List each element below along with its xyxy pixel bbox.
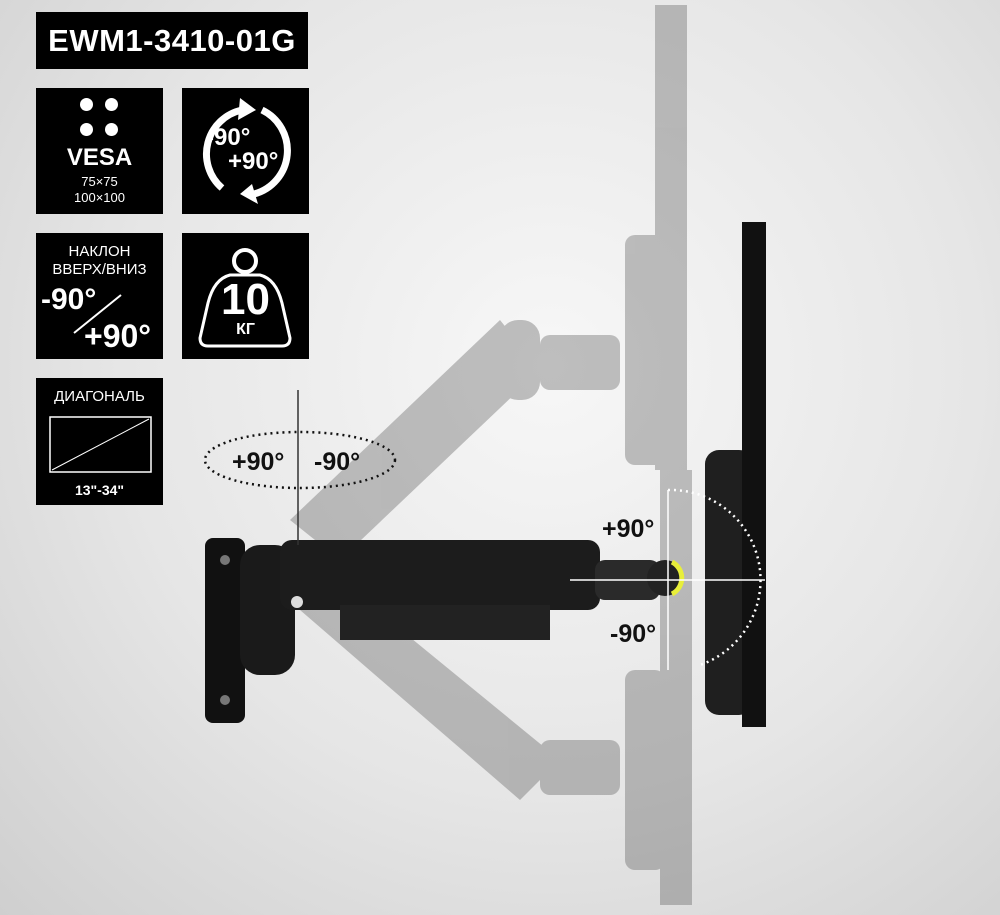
monitor-panel <box>742 222 766 727</box>
swivel-plus-label: +90° <box>232 448 285 476</box>
swivel-minus-label: -90° <box>314 448 361 476</box>
rotate-arrows-icon <box>202 98 291 204</box>
tilt-badge: НАКЛОН ВВЕРХ/ВНИЗ -90° +90° <box>36 233 163 359</box>
screen-diagonal-icon <box>49 416 152 473</box>
diagonal-range: 13"-34" <box>74 482 125 498</box>
vesa-size-2: 100×100 <box>74 190 125 205</box>
tilt-plus-label: +90° <box>602 515 655 543</box>
weight-value: 10 <box>221 275 270 324</box>
tilt-minus: -90° <box>41 283 97 316</box>
monitor-back <box>705 450 753 715</box>
vesa-label: VESA <box>66 144 133 171</box>
tilt-line-1: НАКЛОН <box>68 243 131 260</box>
slash-divider <box>73 294 122 334</box>
ghost-upper-position <box>290 5 687 560</box>
weight-unit: КГ <box>236 321 255 338</box>
tilt-plus: +90° <box>84 318 152 354</box>
diagonal-title: ДИАГОНАЛЬ <box>54 388 145 405</box>
diagonal-badge: ДИАГОНАЛЬ 13"-34" <box>36 378 163 505</box>
weight-badge: 10 КГ <box>182 233 309 359</box>
rotation-plus: +90° <box>228 148 279 175</box>
wall-plate <box>205 538 245 723</box>
rotation-minus: -90° <box>206 124 251 151</box>
tilt-line-2: ВВЕРХ/ВНИЗ <box>52 261 147 278</box>
vesa-badge: VESA 75×75 100×100 <box>36 88 163 214</box>
main-arm <box>280 540 600 610</box>
weight-icon <box>198 248 292 348</box>
vesa-size-1: 75×75 <box>81 174 118 189</box>
vesa-dots-icon <box>80 98 120 138</box>
rotation-badge: -90° +90° <box>182 88 309 214</box>
tilt-minus-label: -90° <box>610 620 657 648</box>
model-title: EWM1-3410-01G <box>36 12 308 69</box>
